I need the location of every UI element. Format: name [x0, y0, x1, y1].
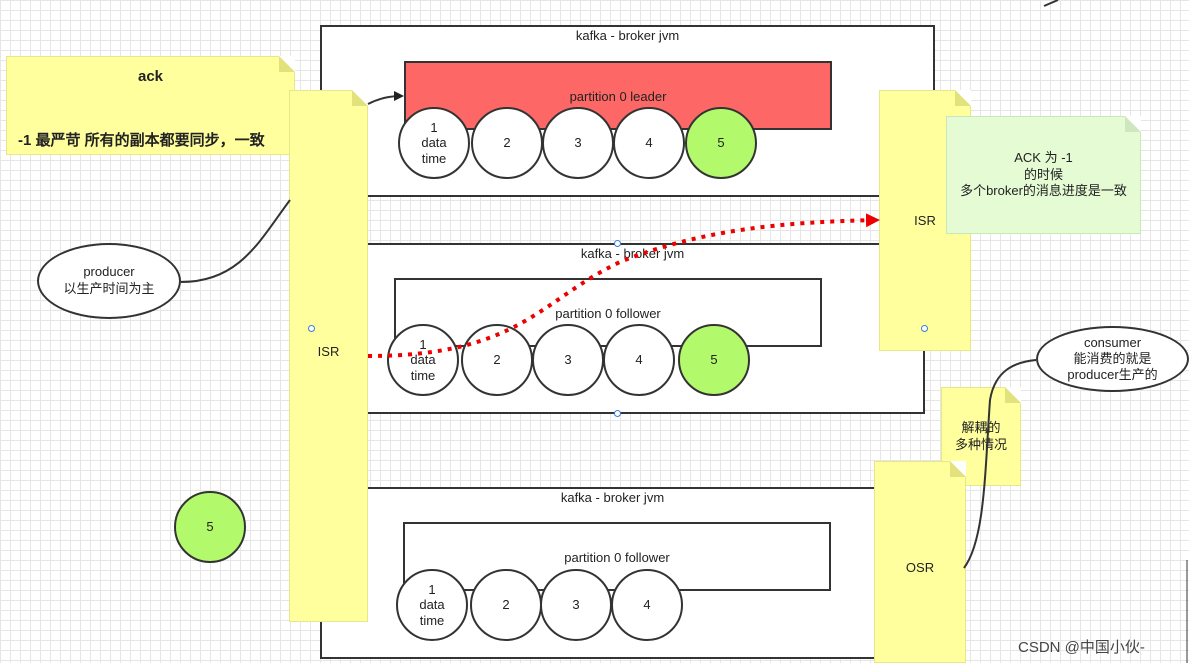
osr-note: OSR: [874, 461, 966, 663]
producer-node: producer 以生产时间为主: [37, 243, 181, 319]
message-circle: 2: [470, 569, 542, 641]
broker-title: kafka - broker jvm: [575, 28, 680, 43]
message-circle: 4: [603, 324, 675, 396]
isr-right-label: ISR: [914, 213, 936, 228]
message-circle-latest: 5: [678, 324, 750, 396]
isr-left-label: ISR: [317, 343, 340, 359]
consumer-node: consumer 能消费的就是 producer生产的: [1036, 326, 1189, 392]
message-circle: 2: [471, 107, 543, 179]
isr-left-note: ISR: [289, 90, 368, 622]
selection-handle: [308, 325, 315, 332]
message-circle: 3: [532, 324, 604, 396]
selection-handle: [614, 410, 621, 417]
message-circle: 1 data time: [387, 324, 459, 396]
message-circle-latest: 5: [685, 107, 757, 179]
producer-to-leader-arrow: [180, 199, 291, 283]
ack-explain-text: ACK 为 -1 的时候 多个broker的消息进度是一致: [960, 149, 1127, 199]
message-circle: 3: [540, 569, 612, 641]
ack-title: ack: [137, 68, 164, 85]
top-right-arrow-fragment: [1043, 0, 1059, 7]
partition-label: partition 0 leader: [569, 89, 667, 104]
message-circle: 2: [461, 324, 533, 396]
message-circle: 1 data time: [396, 569, 468, 641]
partition-follower: partition 0 follower: [403, 522, 831, 591]
ack-explain-note: ACK 为 -1 的时候 多个broker的消息进度是一致: [946, 116, 1141, 234]
producer-label: producer 以生产时间为主: [63, 264, 155, 296]
selection-handle: [921, 325, 928, 332]
broker-title: kafka - broker jvm: [580, 246, 685, 261]
selection-handle: [614, 240, 621, 247]
osr-label: OSR: [905, 559, 935, 575]
partition-leader: partition 0 leader: [404, 61, 832, 130]
ack-body: -1 最严苛 所有的副本都要同步，一致: [18, 132, 265, 149]
decouple-text: 解耦的 多种情况: [954, 419, 1007, 452]
message-circle: 1 data time: [398, 107, 470, 179]
message-circle-standalone: 5: [174, 491, 246, 563]
consumer-label: consumer 能消费的就是 producer生产的: [1067, 334, 1158, 383]
message-circle: 4: [611, 569, 683, 641]
broker-title: kafka - broker jvm: [560, 490, 665, 505]
message-circle: 3: [542, 107, 614, 179]
message-circle: 4: [613, 107, 685, 179]
partition-follower: partition 0 follower: [394, 278, 822, 347]
partition-label: partition 0 follower: [555, 306, 661, 321]
ack-note: ack -1 最严苛 所有的副本都要同步，一致: [6, 56, 295, 155]
partition-label: partition 0 follower: [564, 550, 670, 565]
watermark: CSDN @中国小伙-: [1018, 639, 1145, 656]
